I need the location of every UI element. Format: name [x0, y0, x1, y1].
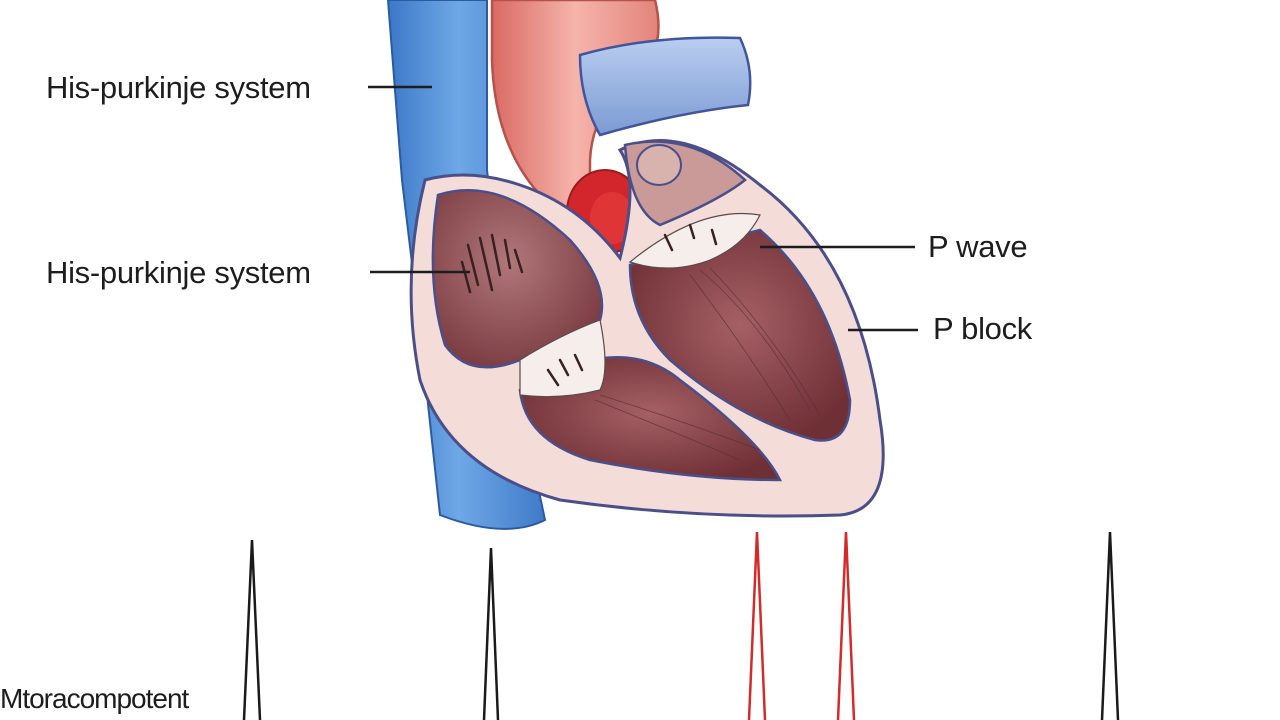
- heart-body: [409, 139, 885, 518]
- leader-lines: [368, 85, 918, 332]
- ecg-spikes: [242, 531, 1120, 720]
- label-his-purkinje-top: His-purkinje system: [46, 70, 311, 105]
- pulmonary-artery: [578, 36, 752, 137]
- label-p-wave: P wave: [928, 229, 1028, 264]
- label-p-block: P block: [933, 311, 1032, 346]
- ecg-spike-2: [482, 547, 500, 720]
- label-his-purkinje-middle: His-purkinje system: [46, 255, 311, 290]
- ecg-spike-3: [747, 531, 767, 720]
- label-bottom-caption: Mtoracompotent: [0, 683, 189, 714]
- ecg-spike-5: [1100, 531, 1120, 720]
- ecg-spike-4: [836, 531, 856, 720]
- ecg-spike-1: [242, 539, 262, 720]
